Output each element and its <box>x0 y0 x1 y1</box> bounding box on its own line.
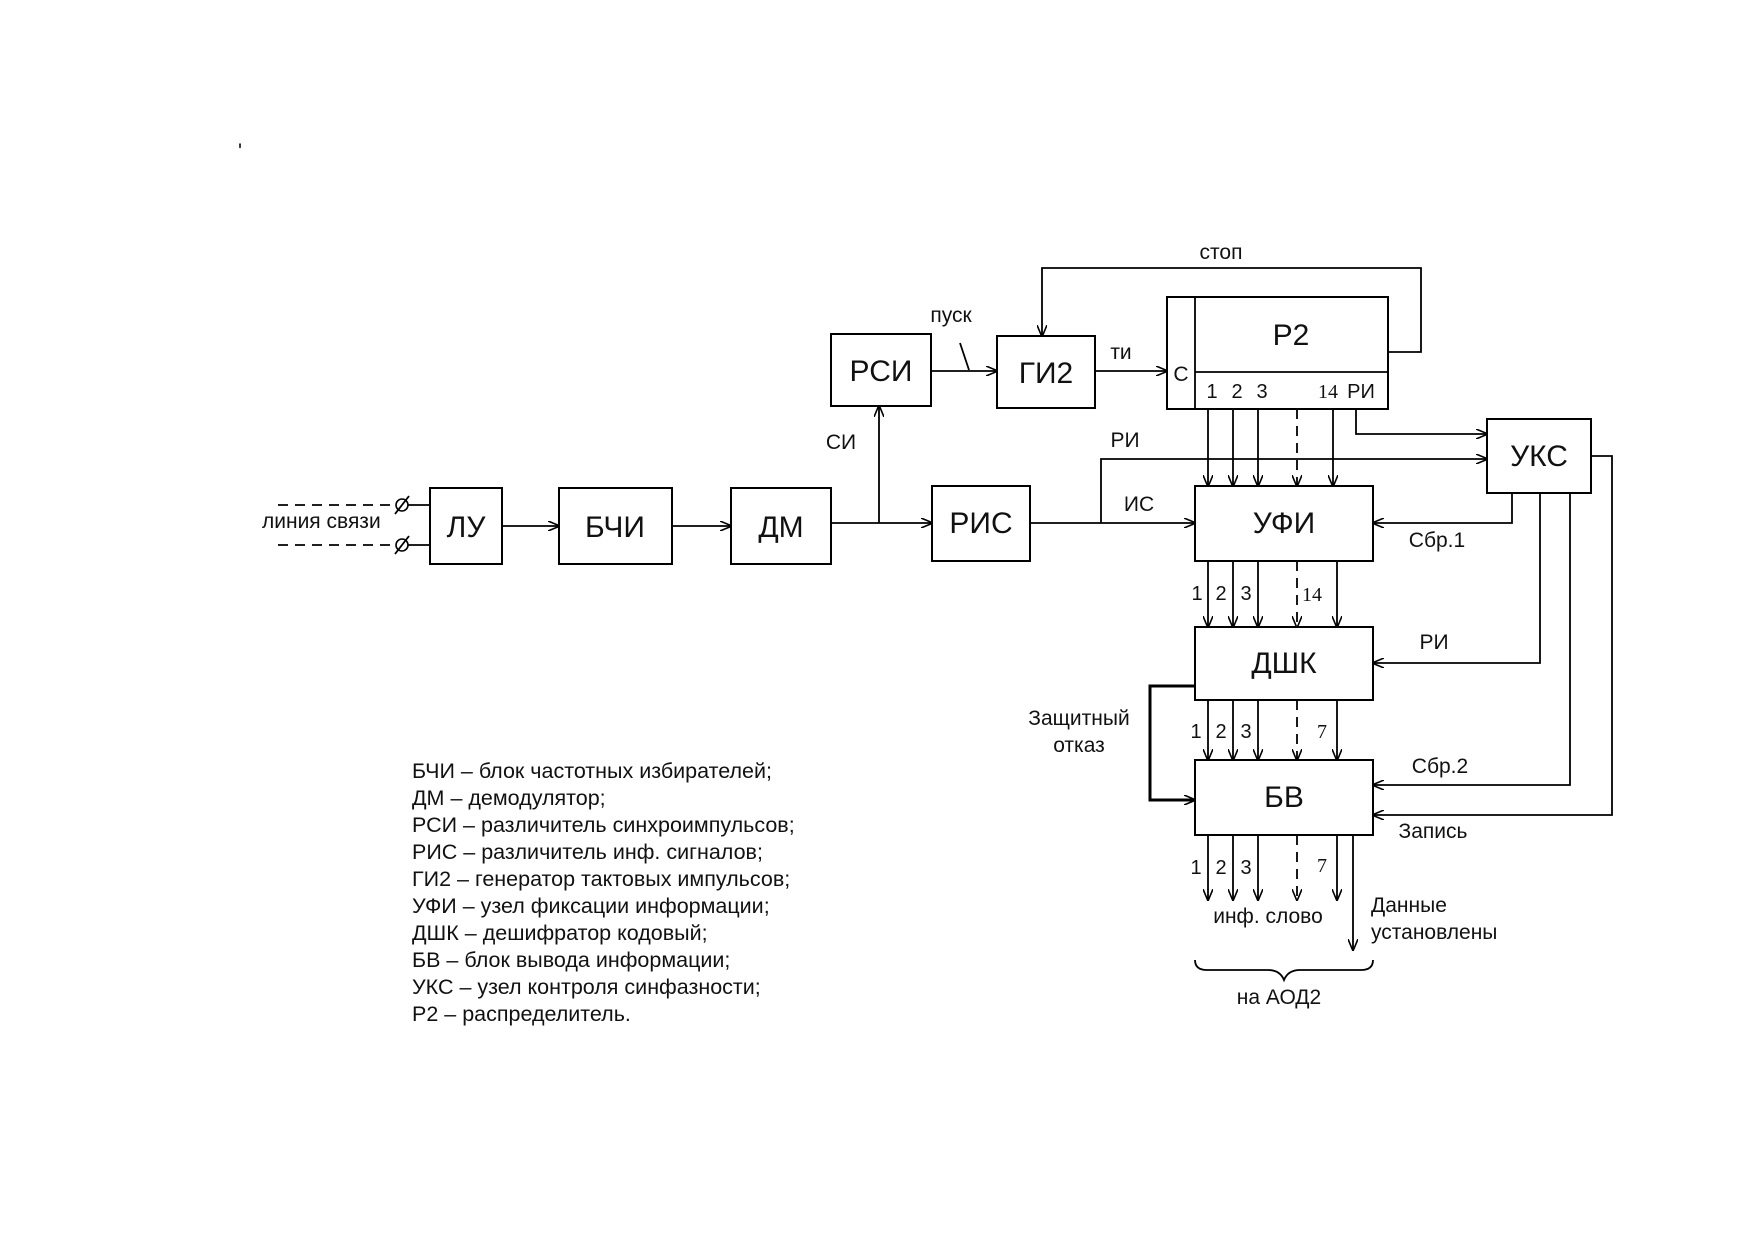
stray-mark: ' <box>238 140 242 163</box>
ufi-output-bus <box>1208 561 1337 627</box>
main-chain-connections <box>502 406 1487 526</box>
block-ris-label: РИС <box>949 507 1012 540</box>
ri-top-label: РИ <box>1110 429 1139 452</box>
block-gi2-label: ГИ2 <box>1019 357 1074 390</box>
block-dshk: ДШК <box>1194 626 1374 701</box>
bv-out-3: 3 <box>1240 857 1251 879</box>
dshk-out-1: 1 <box>1190 721 1201 743</box>
legend-item: РИС – различитель инф. сигналов; <box>412 840 763 864</box>
zapis-label: Запись <box>1399 820 1468 843</box>
ufi-out-3: 3 <box>1240 583 1251 605</box>
dshk-out-7: 7 <box>1317 721 1327 743</box>
line-label: линия связи <box>262 510 381 533</box>
ufi-out-14: 14 <box>1302 584 1322 606</box>
block-lu-label: ЛУ <box>447 511 487 544</box>
p2-out-ri: РИ <box>1347 381 1375 403</box>
line-input <box>278 495 430 555</box>
legend-item: ДМ – демодулятор; <box>412 786 606 810</box>
ufi-out-1: 1 <box>1191 583 1202 605</box>
protect-connection <box>1148 684 1195 800</box>
dshk-out-2: 2 <box>1215 721 1226 743</box>
block-bchi-label: БЧИ <box>585 511 645 544</box>
legend-item: ГИ2 – генератор тактовых импульсов; <box>412 867 791 891</box>
block-rsi-label: РСИ <box>850 355 913 388</box>
protect-label-line1: Защитный <box>1028 707 1129 730</box>
p2-out-3: 3 <box>1256 381 1267 403</box>
block-lu: ЛУ <box>429 487 503 565</box>
ri-dshk-label: РИ <box>1419 631 1448 654</box>
ti-label: ти <box>1110 341 1131 364</box>
block-ufi-label: УФИ <box>1253 507 1315 540</box>
legend-item: Р2 – распределитель. <box>412 1002 631 1026</box>
block-dm-label: ДМ <box>758 511 803 544</box>
p2-clock-input-label: С <box>1173 363 1188 386</box>
output-brace <box>1194 959 1374 983</box>
legend-item: БЧИ – блок частотных избирателей; <box>412 759 772 783</box>
block-rsi: РСИ <box>830 333 932 407</box>
block-uks: УКС <box>1486 418 1592 494</box>
stop-label: стоп <box>1200 241 1243 264</box>
ready-label-line2: установлены <box>1371 921 1497 944</box>
block-ufi: УФИ <box>1194 485 1374 562</box>
dshk-output-bus <box>1208 700 1337 760</box>
block-uks-label: УКС <box>1510 440 1568 473</box>
block-bchi: БЧИ <box>558 487 673 565</box>
block-bv-label: БВ <box>1264 781 1304 814</box>
legend-item: УФИ – узел фиксации информации; <box>412 894 770 918</box>
bv-out-1: 1 <box>1190 857 1201 879</box>
block-p2: Р2 С 1 2 3 14 РИ <box>1166 296 1389 410</box>
clock-connections <box>931 267 1422 371</box>
uks-control-connections <box>1373 455 1613 815</box>
protect-label-line2: отказ <box>1053 734 1105 757</box>
block-bv: БВ <box>1194 759 1374 836</box>
is-label: ИС <box>1124 493 1154 516</box>
word-label: инф. слово <box>1213 905 1323 928</box>
sbr2-label: Сбр.2 <box>1412 755 1468 778</box>
legend-item: БВ – блок вывода информации; <box>412 948 731 972</box>
bv-out-7: 7 <box>1317 855 1327 877</box>
ready-label-line1: Данные <box>1371 894 1447 917</box>
aod2-label: на АОД2 <box>1237 986 1321 1009</box>
p2-output-bus <box>1208 409 1487 486</box>
p2-out-1: 1 <box>1206 381 1217 403</box>
block-dshk-label: ДШК <box>1251 647 1317 680</box>
ufi-out-2: 2 <box>1215 583 1226 605</box>
legend-item: РСИ – различитель синхроимпульсов; <box>412 813 795 837</box>
bv-out-2: 2 <box>1215 857 1226 879</box>
p2-out-2: 2 <box>1231 381 1242 403</box>
block-dm: ДМ <box>730 487 832 565</box>
sbr1-label: Сбр.1 <box>1409 529 1465 552</box>
si-label: СИ <box>826 431 856 454</box>
pusk-label: пуск <box>930 304 972 327</box>
block-ris: РИС <box>931 485 1031 562</box>
bv-output-bus <box>1208 835 1353 950</box>
legend-item: УКС – узел контроля синфазности; <box>412 975 761 999</box>
dshk-out-3: 3 <box>1240 721 1251 743</box>
block-gi2: ГИ2 <box>996 335 1096 409</box>
p2-out-14: 14 <box>1318 381 1338 403</box>
legend-item: ДШК – дешифратор кодовый; <box>412 921 708 945</box>
block-p2-label: Р2 <box>1273 319 1310 352</box>
abbreviation-legend: БЧИ – блок частотных избирателей; ДМ – де… <box>412 758 795 1028</box>
